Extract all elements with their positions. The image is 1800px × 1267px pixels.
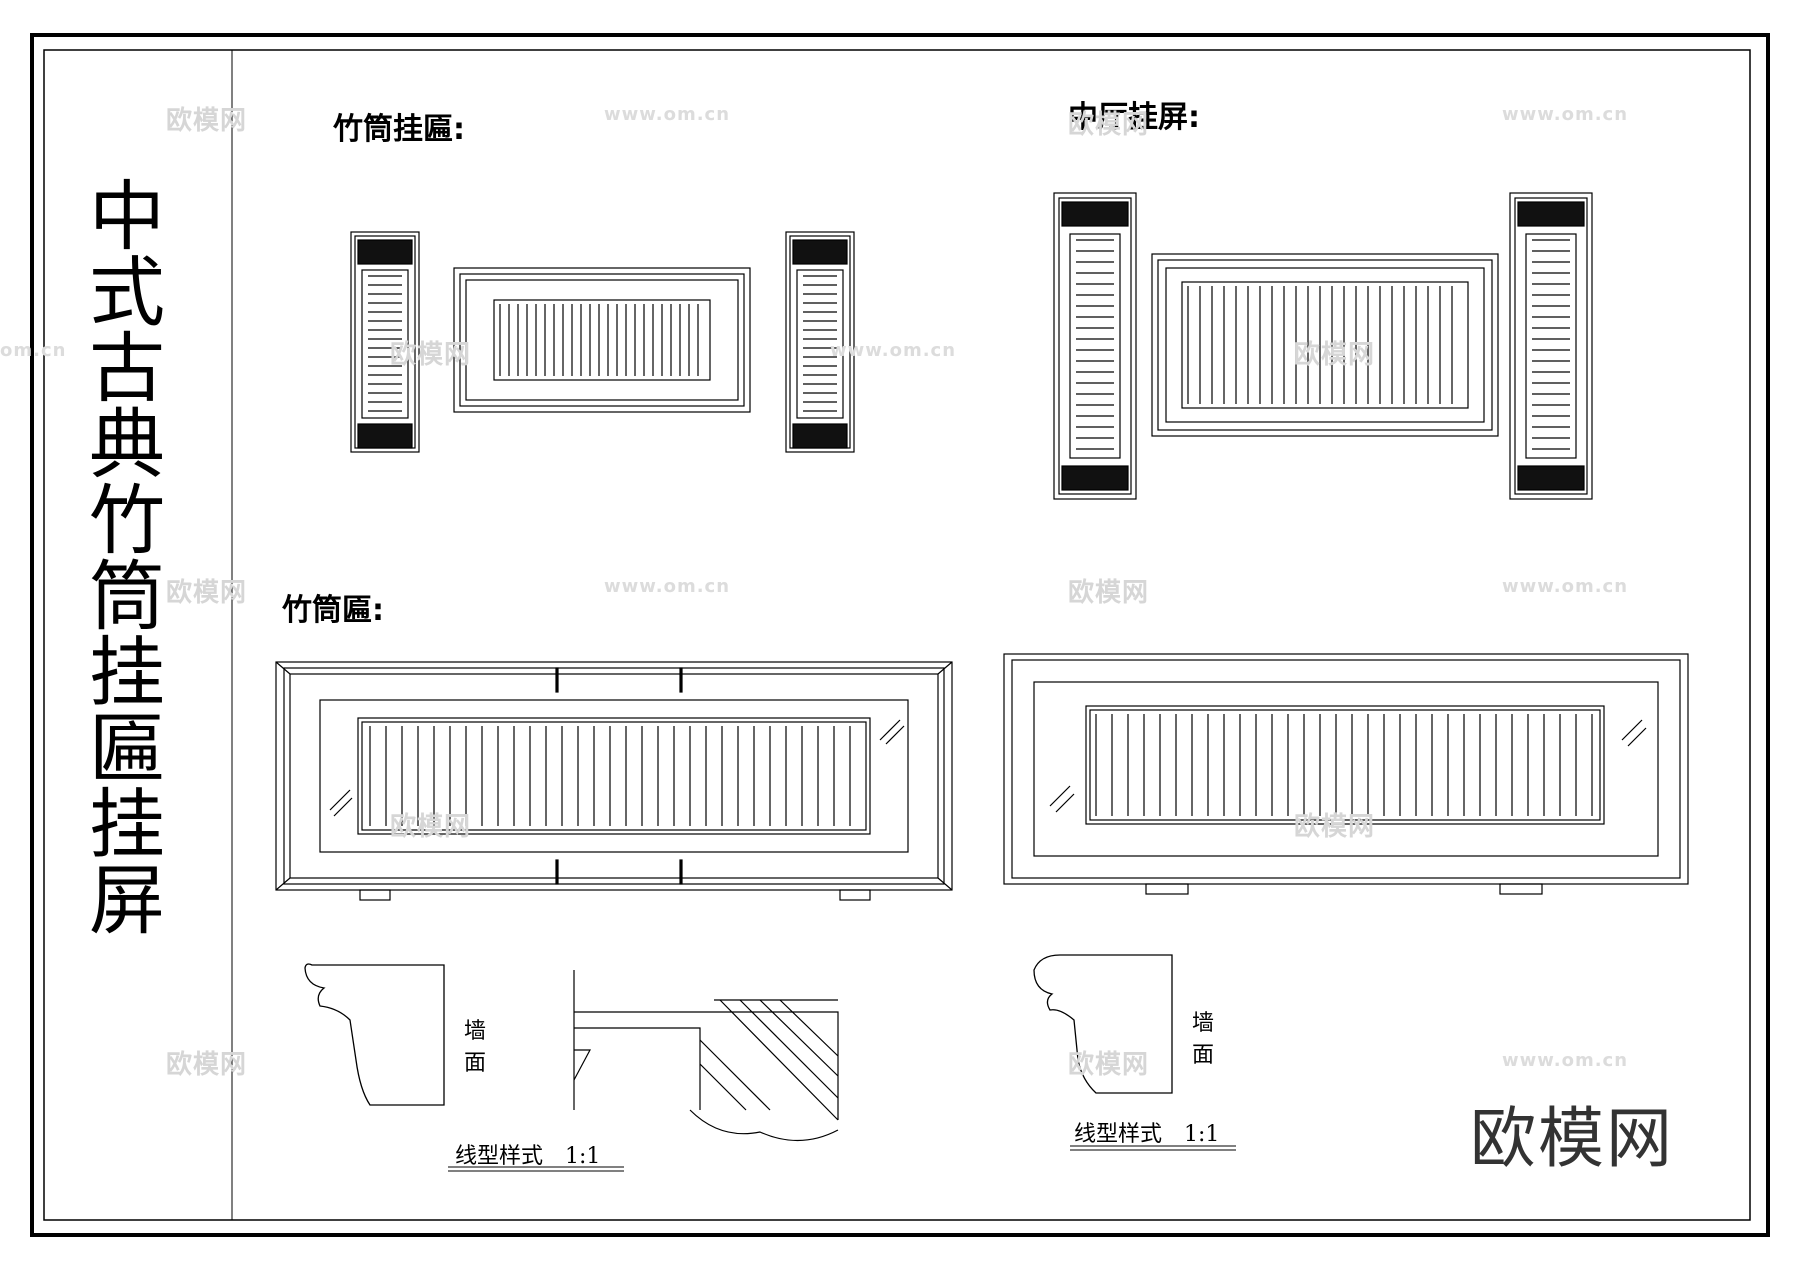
watermark-logo: 欧模网	[1294, 812, 1376, 842]
section-hall-screen-label: 中厅挂屏:	[1068, 100, 1200, 135]
watermark-url: www.om.cn	[830, 340, 957, 361]
watermark-logo: 欧模网	[1294, 340, 1376, 370]
watermark-logo: 欧模网	[1068, 578, 1150, 608]
brand-logo-text: 欧模网	[1470, 1100, 1674, 1177]
molding-profile-2	[1033, 954, 1173, 1094]
plaque-drawing-left	[275, 661, 953, 901]
hanging-plaque-drawing	[350, 231, 855, 453]
watermark-logo: 欧模网	[166, 578, 248, 608]
wall-label-2: 墙 面	[1192, 1011, 1215, 1068]
molding-profile-1	[304, 963, 445, 1106]
watermark-logo: 欧模网	[166, 1050, 248, 1080]
inner-frame	[43, 49, 1751, 1221]
watermark-url: om.cn	[0, 340, 67, 361]
hall-screen-drawing	[1053, 192, 1593, 500]
profile-caption-2: 线型样式 1:1	[1074, 1122, 1220, 1147]
section-hanging-plaque-label: 竹筒挂匾:	[333, 112, 465, 147]
watermark-logo: 欧模网	[1068, 1050, 1150, 1080]
profile-caption-1: 线型样式 1:1	[455, 1144, 601, 1169]
watermark-logo: 欧模网	[390, 812, 472, 842]
section-detail	[573, 970, 839, 1142]
watermark-logo: 欧模网	[1068, 110, 1150, 140]
watermark-logo: 欧模网	[166, 106, 248, 136]
watermark-url: www.om.cn	[1502, 104, 1629, 125]
plaque-drawing-right	[1003, 653, 1689, 895]
watermark-url: www.om.cn	[604, 104, 731, 125]
watermark-url: www.om.cn	[1502, 576, 1629, 597]
watermark-logo: 欧模网	[390, 340, 472, 370]
outer-frame	[30, 33, 1770, 1237]
wall-label-1: 墙 面	[464, 1019, 487, 1076]
section-plaque-label: 竹筒匾:	[282, 593, 384, 628]
watermark-url: www.om.cn	[604, 576, 731, 597]
watermark-url: www.om.cn	[1502, 1050, 1629, 1071]
vertical-title: 中式古典竹筒挂匾挂屏	[76, 176, 165, 936]
